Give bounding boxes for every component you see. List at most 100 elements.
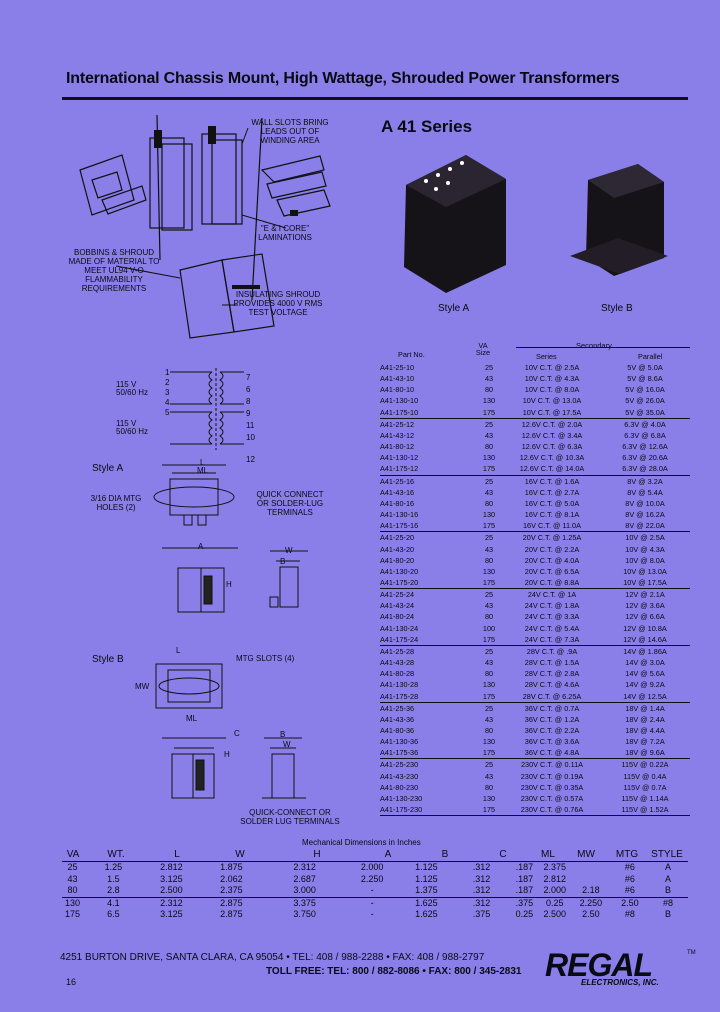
callout-line: BOBBINS & SHROUD: [73, 248, 154, 257]
parallel-cell: 5V @ 5.0A: [627, 363, 663, 372]
va-cell: 43: [484, 374, 494, 384]
callout-line: HOLES (2): [96, 503, 136, 512]
style-a-label: Style A: [92, 463, 124, 474]
va-cell: 80: [484, 498, 494, 508]
series-cell: 230V C.T. @ 0.11A: [520, 760, 584, 770]
series-cell: 12.6V C.T. @ 6.3A: [521, 442, 583, 452]
title-divider: [62, 97, 688, 100]
dim-h: H: [226, 580, 232, 589]
mech-cell: 175: [64, 909, 80, 920]
spec-table-header: Secondary Part No. VA Size Series Parall…: [380, 340, 690, 362]
va-cell: 25: [484, 703, 494, 713]
style-b-side-view: [162, 737, 226, 799]
va-cell: 43: [484, 658, 494, 668]
part-number-cell: A41-80-24: [380, 612, 415, 622]
series-cell: 24V C.T. @ 3.3A: [524, 612, 580, 622]
parallel-cell: 5V @ 8.6A: [627, 374, 663, 384]
mech-cell: 1.625: [415, 897, 438, 908]
mech-cell: 2.375: [543, 862, 567, 872]
mech-cell: 2.250: [579, 897, 603, 908]
series-cell: 20V C.T. @ 1.25A: [522, 533, 582, 543]
part-number-cell: A41-175-20: [380, 577, 419, 587]
pin-number: 2: [165, 378, 170, 387]
series-cell: 36V C.T. @ 1.2A: [524, 714, 580, 724]
logo-word: REGAL: [545, 947, 653, 983]
series-title: A 41 Series: [381, 117, 473, 136]
callout-line: QUICK-CONNECT OR: [249, 808, 331, 817]
mech-cell: 0.25: [515, 909, 534, 920]
series-cell: 28V C.T. @ .9A: [526, 646, 578, 656]
va-cell: 43: [484, 487, 494, 497]
mech-cell: 0.25: [546, 897, 564, 908]
va-cell: 80: [484, 782, 494, 792]
va-cell: 130: [482, 566, 496, 576]
mech-cell: .312: [472, 885, 491, 896]
mech-cell: .187: [515, 873, 534, 884]
part-number-cell: A41-175-16: [380, 521, 419, 531]
va-cell: 25: [484, 533, 494, 543]
bobbins-callout: BOBBINS & SHROUD MADE OF MATERIAL TO MEE…: [64, 248, 164, 293]
part-number-cell: A41-25-24: [380, 590, 415, 600]
secondary-rule: [516, 347, 690, 348]
callout-line: LEADS OUT OF: [260, 127, 320, 136]
dim-l-b: L: [176, 646, 181, 655]
callout-line: "E & I CORE": [260, 224, 310, 233]
dim-b-b: B: [280, 730, 286, 739]
dim-mw: MW: [135, 682, 150, 691]
wiring-schematic: [170, 368, 244, 450]
part-number-cell: A41-25-10: [380, 363, 415, 372]
part-number-cell: A41-80-36: [380, 726, 415, 735]
series-cell: 12.6V C.T. @ 2.0A: [521, 419, 583, 429]
parallel-cell: 12V @ 3.6A: [625, 601, 665, 611]
va-cell: 25: [484, 646, 494, 656]
mech-header-cell: WT.: [107, 849, 125, 860]
parallel-cell: 5V @ 35.0A: [625, 407, 665, 417]
parallel-cell: 14V @ 9.2A: [625, 680, 665, 690]
parallel-cell: 8V @ 22.0A: [625, 521, 665, 531]
col-parallel: Parallel: [638, 352, 663, 361]
parallel-cell: 6.3V @ 4.0A: [624, 419, 666, 429]
mech-cell: 2.50: [621, 897, 639, 908]
va-cell: 25: [484, 363, 494, 372]
series-cell: 10V C.T. @ 2.5A: [524, 363, 580, 372]
parallel-cell: 18V @ 1.4A: [625, 703, 665, 713]
va-cell: 43: [484, 714, 494, 724]
footer-toll-free: TOLL FREE: TEL: 800 / 882-8086 • FAX: 80…: [266, 966, 522, 977]
col-part-no: Part No.: [398, 350, 425, 359]
dim-w: W: [285, 546, 293, 555]
dim-l: L: [200, 458, 205, 467]
spec-row: A41-25-10 25 10V C.T. @ 2.5A 5V @ 5.0A: [380, 362, 690, 373]
spec-table-body: A41-25-10 25 10V C.T. @ 2.5A 5V @ 5.0A A41-4…: [380, 362, 690, 817]
col-va-size: VA Size: [475, 341, 491, 357]
mech-cell: 2.000: [360, 862, 384, 872]
part-number-cell: A41-130-20: [380, 566, 419, 576]
parallel-cell: 115V @ 0.4A: [623, 771, 667, 781]
va-cell: 175: [482, 521, 496, 531]
parallel-cell: 18V @ 7.2A: [625, 737, 665, 747]
parallel-cell: 6.3V @ 20.6A: [622, 453, 668, 463]
pin-number: 8: [246, 397, 251, 406]
parallel-cell: 14V @ 1.86A: [623, 646, 667, 656]
callout-line: FLAMMABILITY: [85, 275, 143, 284]
mech-header-cell: ML: [541, 849, 555, 860]
part-number-cell: A41-25-12: [380, 419, 415, 429]
mech-cell: B: [664, 909, 671, 920]
mech-header-cell: L: [174, 849, 180, 860]
